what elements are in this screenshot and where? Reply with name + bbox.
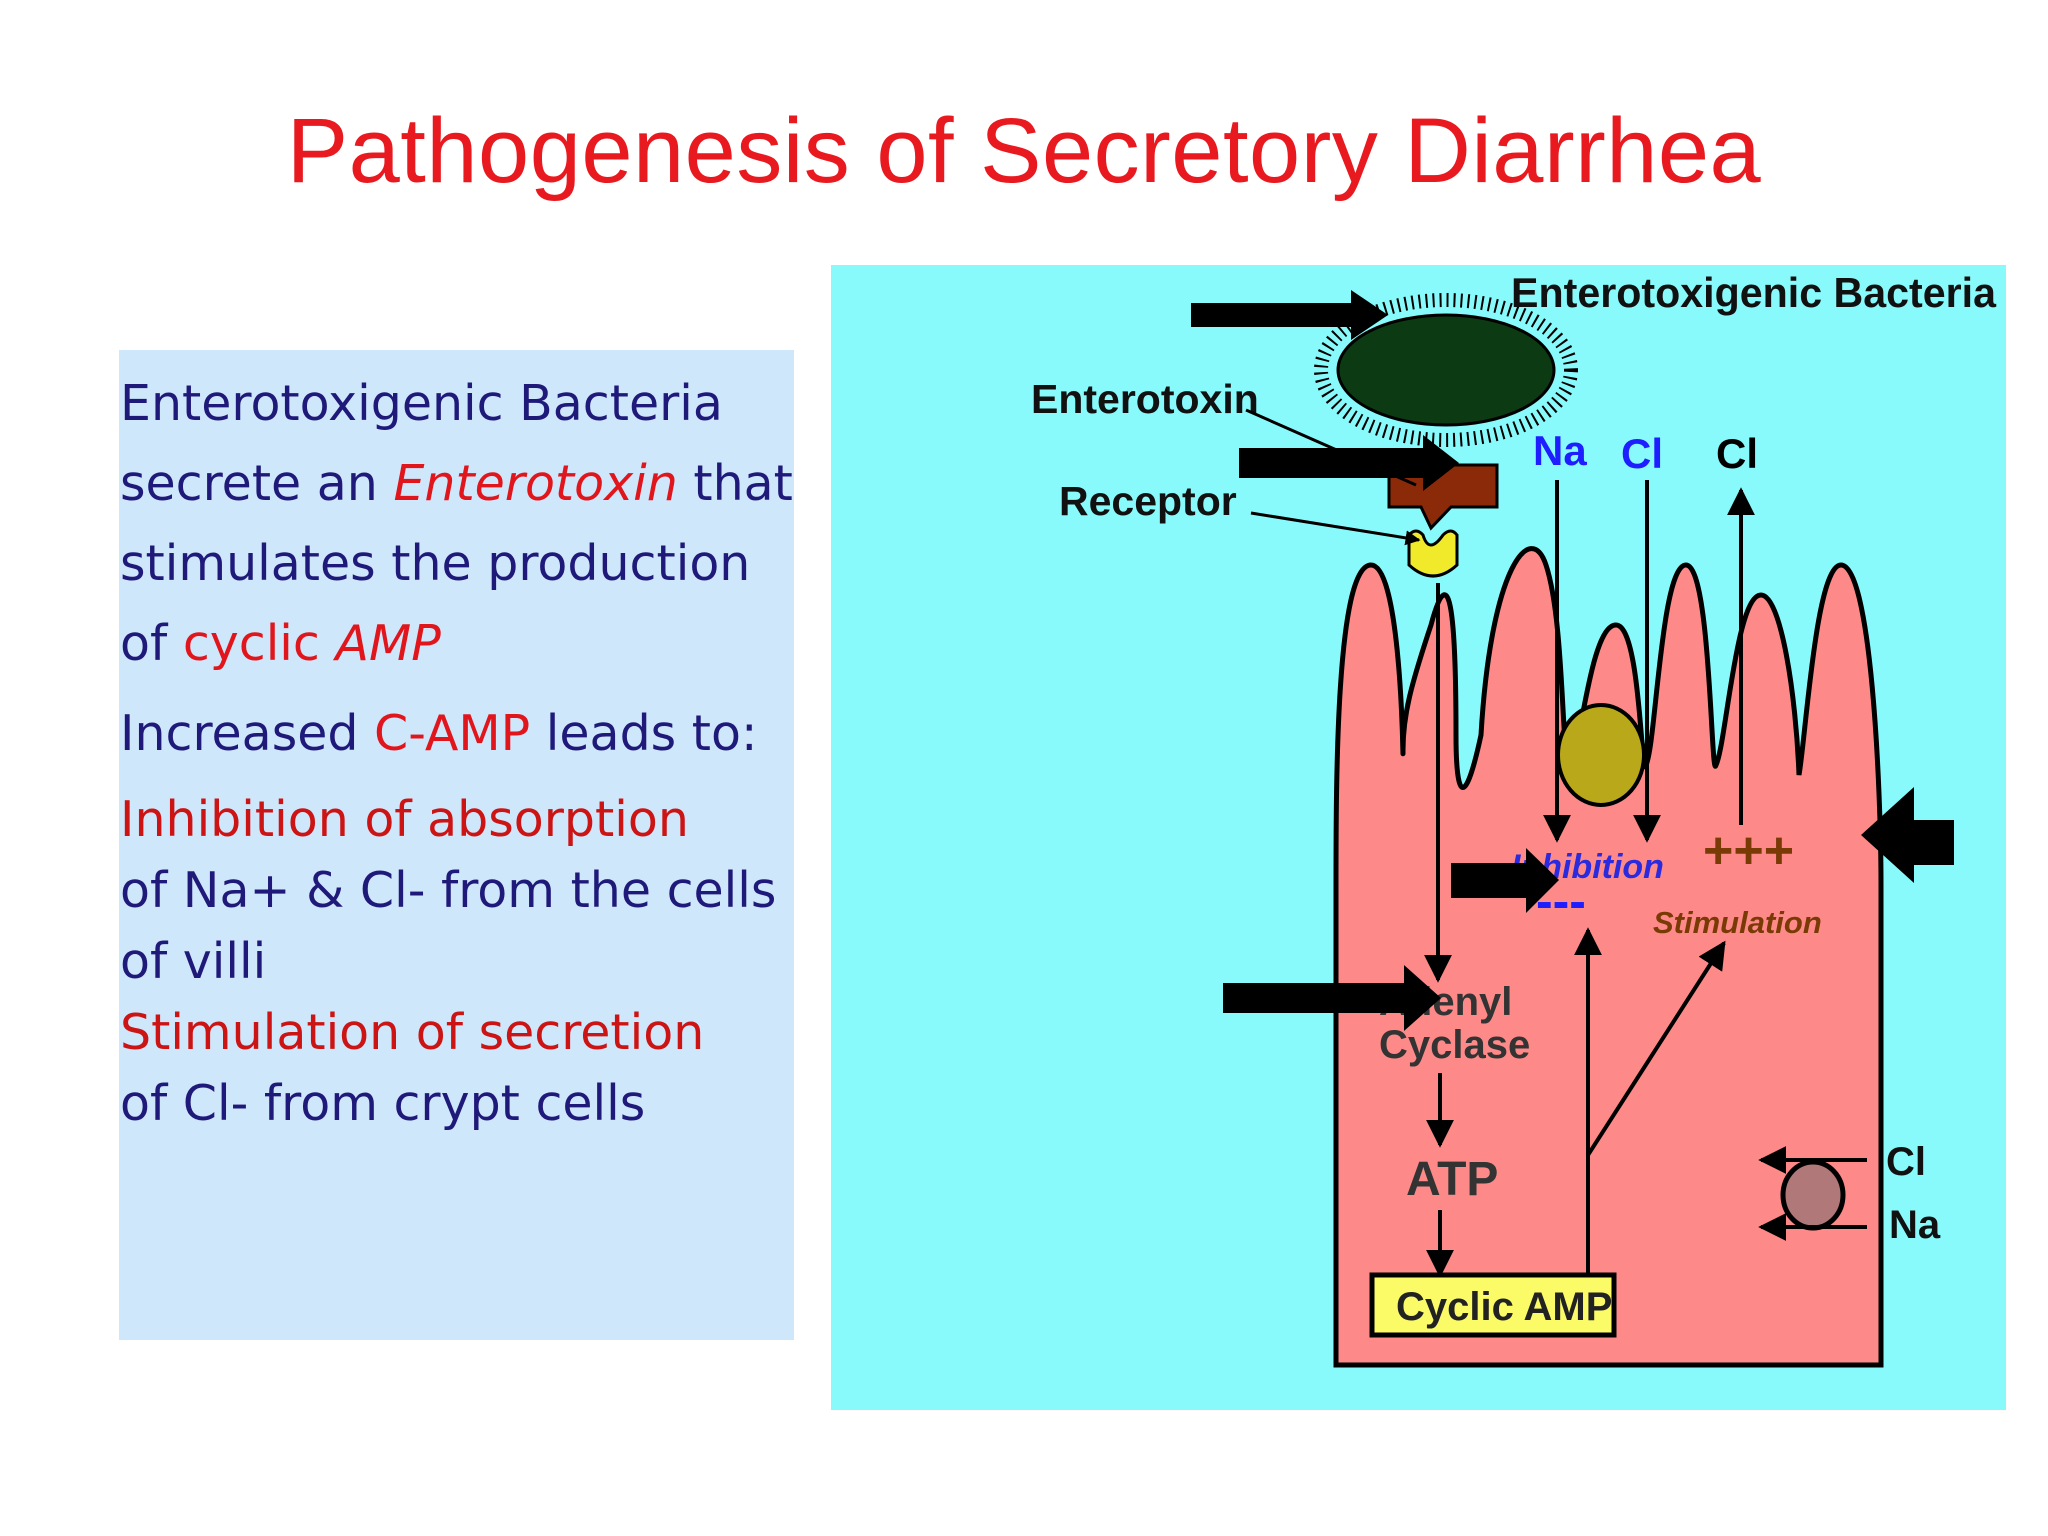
p2-text-3: leads to: xyxy=(530,705,758,762)
stimulation-heading: Stimulation of secretion xyxy=(120,1004,705,1061)
p1-text-1: Enterotoxigenic Bacteria secrete an xyxy=(120,375,723,512)
atp-label: ATP xyxy=(1406,1153,1498,1206)
receptor-shape xyxy=(1407,529,1459,578)
inhibition-heading: Inhibition of absorption xyxy=(120,791,689,848)
na-right-label: Na xyxy=(1889,1203,1941,1247)
cl-right-label: Cl xyxy=(1886,1140,1926,1184)
summary-text-box: Enterotoxigenic Bacteria secrete an Ente… xyxy=(119,350,794,1340)
inhibition-detail: of Na+ & Cl- from the cells of villi xyxy=(120,862,777,990)
effect-inhibition: Inhibition of absorption of Na+ & Cl- fro… xyxy=(120,784,794,997)
camp-stimulation-arrow xyxy=(1586,940,1726,1157)
enterotoxin-term: Enterotoxin xyxy=(393,455,678,512)
annotation-arrow-cyclase xyxy=(1223,965,1441,1031)
annotation-arrow-stimulation xyxy=(1861,787,1954,883)
bacteria-label: Enterotoxigenic Bacteria xyxy=(1511,269,1997,316)
camp-term: C-AMP xyxy=(374,705,531,762)
cyclic-amp-label: Cyclic AMP xyxy=(1396,1285,1612,1329)
enterotoxin-label: Enterotoxin xyxy=(1031,376,1259,422)
enterotoxin-shape xyxy=(1387,463,1499,531)
cl-top-label-2: Cl xyxy=(1716,430,1758,477)
annotation-arrow-toxin xyxy=(1239,435,1459,491)
cl-top-label-1: Cl xyxy=(1621,430,1663,477)
na-top-label: Na xyxy=(1533,427,1587,474)
paragraph-camp: Increased C-AMP leads to: xyxy=(120,694,794,774)
stimulation-detail: of Cl- from crypt cells xyxy=(120,1075,646,1132)
annotation-arrow-bacteria xyxy=(1191,290,1388,340)
stimulation-sign: +++ xyxy=(1703,822,1794,880)
slide-title: Pathogenesis of Secretory Diarrhea xyxy=(286,100,1762,202)
bacterium-body xyxy=(1336,313,1556,427)
annotation-arrow-inhibition xyxy=(1451,848,1559,913)
p2-text-1: Increased xyxy=(120,705,375,762)
cyclic-amp-box xyxy=(1369,1272,1617,1338)
nucleus xyxy=(1556,703,1646,807)
effect-stimulation: Stimulation of secretion of Cl- from cryp… xyxy=(120,997,794,1139)
intestinal-cell xyxy=(1333,546,1884,1368)
receptor-label: Receptor xyxy=(1059,478,1237,524)
bacterium-fimbriae xyxy=(1314,293,1578,447)
p1-text-3: that stimulates the production of xyxy=(120,455,793,672)
secretory-diarrhea-diagram: Enterotoxigenic Bacteria Enterotoxin Rec… xyxy=(831,265,2006,1410)
receptor-pointer xyxy=(1250,511,1421,546)
diagram-svg: Enterotoxigenic Bacteria Enterotoxin Rec… xyxy=(1031,269,1997,1368)
stimulation-label: Stimulation xyxy=(1653,905,1822,940)
cyclic-term: cyclic xyxy=(182,615,336,672)
cyclase-label: Cyclase xyxy=(1379,1023,1530,1067)
paragraph-enterotoxin: Enterotoxigenic Bacteria secrete an Ente… xyxy=(120,364,794,684)
amp-term: AMP xyxy=(335,615,441,672)
basolateral-pump xyxy=(1780,1159,1846,1231)
